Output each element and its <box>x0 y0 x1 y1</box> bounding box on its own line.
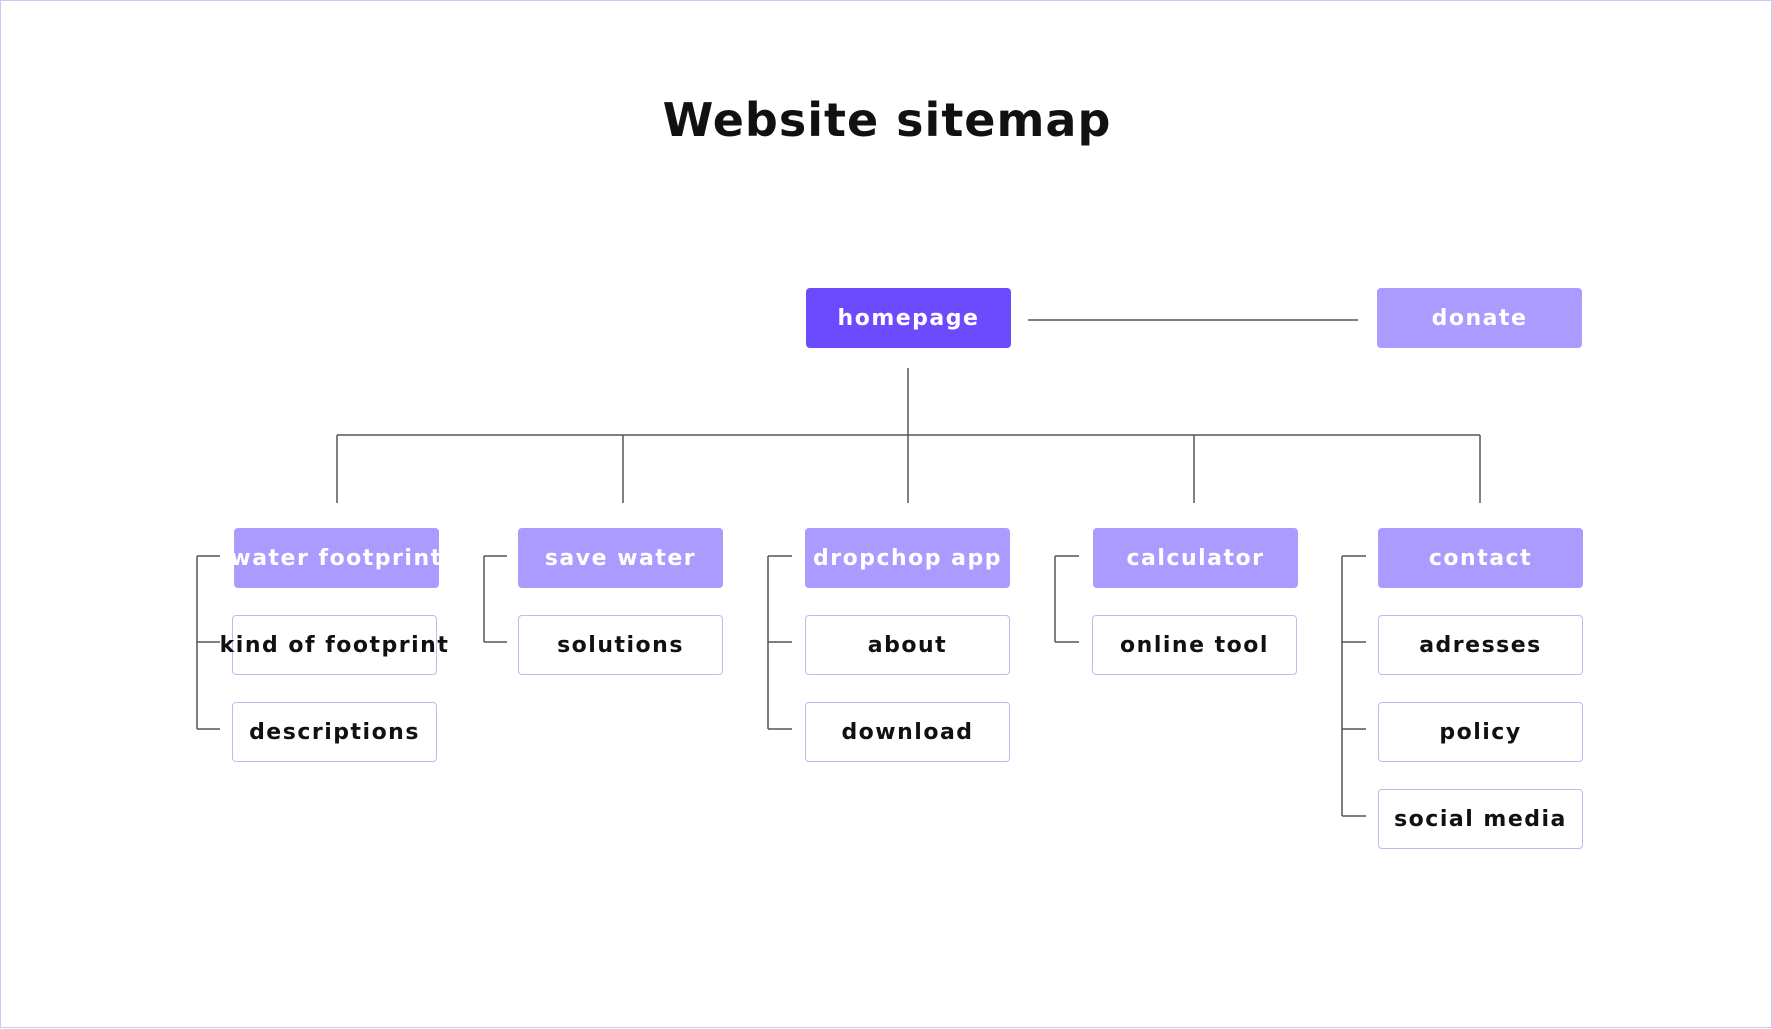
page-label: online tool <box>1120 632 1269 658</box>
page-label: download <box>841 719 974 745</box>
homepage-label: homepage <box>837 305 980 331</box>
section-label: contact <box>1428 545 1533 571</box>
section-label: save water <box>544 545 697 571</box>
page-policy[interactable]: policy <box>1378 702 1583 762</box>
homepage-node[interactable]: homepage <box>806 288 1011 348</box>
page-label: solutions <box>557 632 684 658</box>
page-about[interactable]: about <box>805 615 1010 675</box>
section-water-footprint[interactable]: water footprint <box>230 528 441 588</box>
page-label: social media <box>1394 806 1567 832</box>
page-label: about <box>867 632 948 658</box>
section-contact[interactable]: contact <box>1378 528 1583 588</box>
page-online-tool[interactable]: online tool <box>1092 615 1297 675</box>
page-solutions[interactable]: solutions <box>518 615 723 675</box>
child-brackets <box>196 555 1366 817</box>
page-social-media[interactable]: social media <box>1378 789 1583 849</box>
page-label: kind of footprint <box>219 632 450 658</box>
page-kind-of-footprint[interactable]: kind of footprint <box>220 615 448 675</box>
page-label: adresses <box>1419 632 1542 658</box>
page-descriptions[interactable]: descriptions <box>232 702 437 762</box>
section-label: dropchop app <box>812 545 1003 571</box>
section-calculator[interactable]: calculator <box>1093 528 1298 588</box>
page-download[interactable]: download <box>805 702 1010 762</box>
section-dropchop-app[interactable]: dropchop app <box>805 528 1010 588</box>
page-label: policy <box>1439 719 1522 745</box>
section-save-water[interactable]: save water <box>518 528 723 588</box>
page-title: Website sitemap <box>662 93 1112 147</box>
page-adresses[interactable]: adresses <box>1378 615 1583 675</box>
section-label: water footprint <box>230 545 443 571</box>
donate-label: donate <box>1431 305 1528 331</box>
section-label: calculator <box>1126 545 1265 571</box>
donate-node[interactable]: donate <box>1377 288 1582 348</box>
page-label: descriptions <box>249 719 420 745</box>
